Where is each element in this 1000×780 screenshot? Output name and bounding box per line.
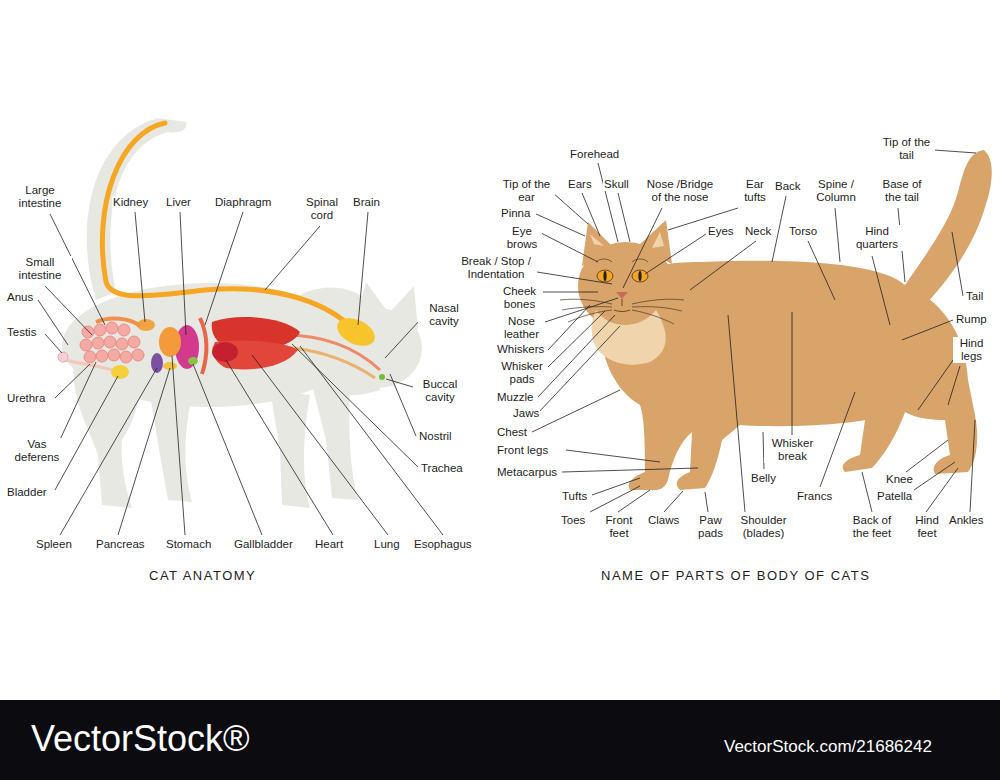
part-label: Forehead	[569, 148, 620, 161]
part-label: Muzzle	[496, 391, 534, 404]
leader-lines	[38, 212, 443, 535]
part-label: Esophagus	[413, 538, 477, 551]
part-label: Back	[774, 180, 806, 193]
eye-dot	[379, 374, 385, 380]
part-label: Nose /Bridge of the nose	[640, 178, 720, 204]
part-label: Knee	[885, 473, 918, 486]
part-label: Nose leather	[498, 315, 545, 341]
part-label: Ankles	[948, 514, 989, 527]
part-label: Gallbladder	[233, 538, 298, 551]
part-label: Jaws	[512, 407, 540, 420]
part-label: Front feet	[598, 514, 640, 540]
part-label: Tufts	[561, 490, 588, 503]
part-label: Whisker pads	[496, 360, 548, 386]
part-label: Tip of the tail	[878, 136, 935, 162]
part-label: Spinal cord	[296, 196, 348, 222]
part-label: Cheek bones	[496, 285, 543, 311]
part-label: Vas deferens	[6, 438, 68, 464]
part-label: Skull	[603, 178, 634, 191]
diaphragm-shape	[200, 318, 206, 374]
part-label: Eyes	[707, 225, 739, 238]
part-label: Stomach	[165, 538, 212, 551]
part-label: Base of the tail	[876, 178, 928, 204]
bladder-shape	[111, 365, 129, 379]
watermark-text: VectorStock.com/21686242	[723, 737, 937, 757]
part-label: Claws	[647, 514, 680, 527]
part-label: Shoulder (blades)	[730, 514, 797, 540]
part-label: Rump	[955, 313, 992, 326]
part-label: Back of the feet	[846, 514, 898, 540]
stomach-shape	[159, 327, 181, 357]
part-label: Toes	[560, 514, 586, 527]
intestine-coils	[80, 322, 144, 363]
part-label: Lung	[373, 538, 405, 551]
part-label: Tip of the ear	[498, 178, 555, 204]
section-caption: CAT ANATOMY	[148, 569, 257, 584]
part-label: Chest	[496, 426, 528, 439]
part-label: Heart	[314, 538, 344, 551]
part-label: Hind feet	[906, 514, 948, 540]
part-label: Francs	[796, 490, 833, 503]
section-caption: NAME OF PARTS OF BODY OF CATS	[600, 569, 871, 584]
part-label: Spine / Column	[810, 178, 862, 204]
part-label: Small intestine	[8, 256, 72, 282]
part-label: Neck	[744, 225, 772, 238]
part-label: Kidney	[112, 196, 149, 209]
spleen-shape	[151, 353, 163, 373]
part-label: Paw pads	[692, 514, 729, 540]
part-label: Bladder	[6, 486, 52, 499]
part-label: Whiskers	[496, 343, 545, 356]
part-label: Pinna	[500, 207, 531, 220]
part-label: Urethra	[6, 392, 46, 405]
part-label: Buccal cavity	[414, 378, 466, 404]
part-label: Large intestine	[8, 184, 72, 210]
part-label: Patella	[876, 490, 913, 503]
part-label: Whisker break	[764, 437, 821, 463]
part-label: Ears	[567, 178, 597, 191]
part-label: Front legs	[496, 444, 549, 457]
part-label: Anus	[6, 291, 34, 304]
part-label: Break / Stop / Indentation	[455, 255, 537, 281]
part-label: Diaphragm	[214, 196, 272, 209]
part-label: Eye brows	[502, 225, 542, 251]
cat-figure	[560, 150, 992, 490]
cat-silhouette	[62, 118, 422, 508]
part-label: Torso	[788, 225, 818, 238]
part-label: Ear tufts	[734, 178, 776, 204]
part-label: Tail	[965, 290, 984, 303]
part-label: Testis	[6, 326, 37, 339]
part-label: Belly	[750, 472, 781, 485]
part-label: Spleen	[35, 538, 77, 551]
gallbladder-shape	[188, 357, 198, 365]
watermark-text: VectorStock®	[30, 718, 255, 759]
spinal-cord	[102, 123, 350, 326]
part-label: Metacarpus	[496, 466, 558, 479]
part-label: Trachea	[420, 462, 468, 475]
part-label: Brain	[352, 196, 385, 209]
part-label: Nostril	[418, 430, 457, 443]
lung-shape	[213, 340, 298, 369]
part-label: Hind quarters	[846, 225, 908, 251]
heart-shape	[212, 342, 238, 362]
part-label: Liver	[165, 196, 196, 209]
part-label: Nasal cavity	[418, 302, 470, 328]
testis-shape	[58, 352, 68, 362]
watermark-band	[0, 700, 1000, 780]
part-label: Hind legs	[953, 337, 990, 363]
part-label: Pancreas	[95, 538, 150, 551]
leader-lines	[532, 150, 976, 512]
